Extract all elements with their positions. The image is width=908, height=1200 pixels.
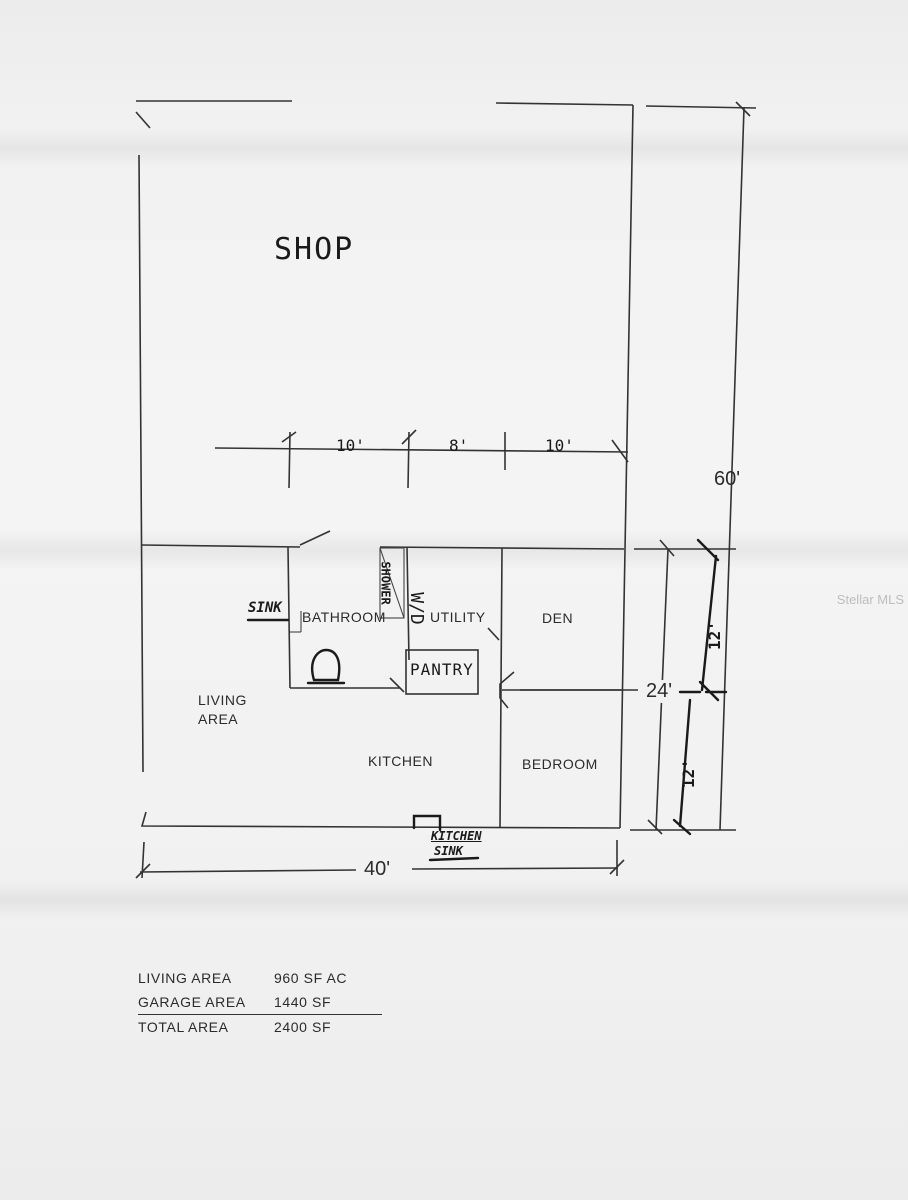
kitchen-label: KITCHEN (368, 753, 433, 769)
width-dimension-line (135, 840, 625, 879)
area-label: GARAGE AREA (138, 994, 246, 1010)
den-label: DEN (542, 610, 574, 626)
living-area-label-line1: LIVING (198, 692, 247, 708)
top-dimension-line (214, 429, 629, 489)
area-label: TOTAL AREA (138, 1019, 229, 1035)
kitchen-sink-underline (428, 856, 480, 862)
area-row-living: LIVING AREA 960 SF AC (138, 966, 382, 990)
area-value: 2400 SF (274, 1019, 332, 1035)
dimension-width: 40' (364, 858, 391, 880)
dimension-bedroom-depth: 12' (678, 759, 698, 788)
shop-label: SHOP (274, 232, 355, 267)
bedroom-label: BEDROOM (522, 756, 598, 772)
kitchen-sink-label-line1: KITCHEN (431, 829, 482, 843)
watermark: Stellar MLS (836, 592, 904, 607)
area-summary-table: LIVING AREA 960 SF AC GARAGE AREA 1440 S… (138, 966, 382, 1039)
dimension-top-segment-1: 10' (336, 436, 365, 455)
sink-label: SINK (248, 600, 282, 616)
area-value: 1440 SF (274, 994, 332, 1010)
washer-dryer-label: W/D (405, 592, 427, 625)
area-row-garage: GARAGE AREA 1440 SF (138, 990, 382, 1015)
length-dimension-line (630, 101, 757, 831)
area-label: LIVING AREA (138, 970, 232, 986)
living-area-label-line2: AREA (198, 711, 239, 727)
dimension-top-segment-3: 10' (545, 436, 574, 455)
room-depth-dimensions (672, 538, 728, 836)
outer-walls (135, 100, 634, 829)
kitchen-sink-label-line2: SINK (434, 844, 463, 858)
area-value: 960 SF AC (274, 970, 348, 986)
bathroom-label: BATHROOM (302, 609, 386, 625)
pantry-label: PANTRY (410, 660, 474, 679)
dimension-overall-length: 60' (714, 468, 741, 490)
dimension-top-segment-2: 8' (449, 436, 469, 455)
shower-label: SHOWER (378, 561, 393, 605)
dimension-living-depth: 24' (644, 680, 675, 703)
dimension-den-depth: 12' (704, 621, 724, 650)
utility-label: UTILITY (430, 609, 486, 625)
area-row-total: TOTAL AREA 2400 SF (138, 1015, 382, 1039)
